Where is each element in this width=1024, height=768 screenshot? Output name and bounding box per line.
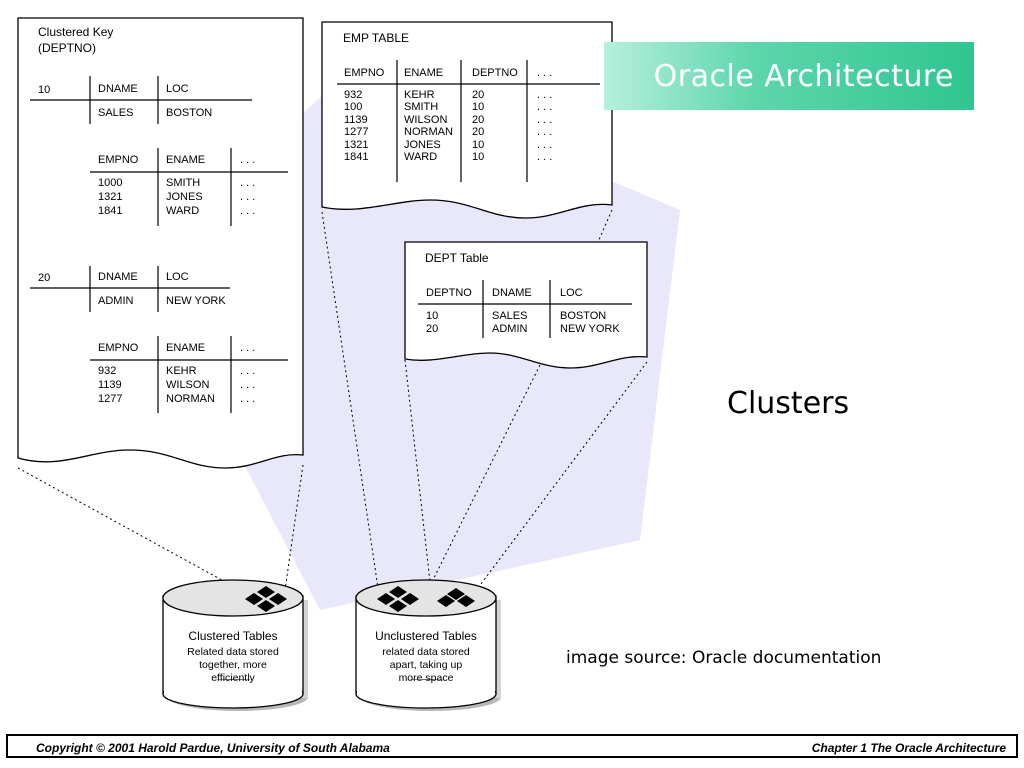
loc-value: BOSTON	[166, 107, 213, 119]
ename-values: KEHR WILSON NORMAN	[166, 365, 215, 405]
footer-bar: Copyright © 2001 Harold Pardue, Universi…	[6, 734, 1018, 758]
loc-value: NEW YORK	[166, 295, 226, 307]
clustered-tables-desc: together, more	[199, 659, 267, 671]
unclustered-tables-desc: more space	[398, 672, 454, 684]
unclustered-tables-desc: related data stored	[382, 646, 470, 658]
clustered-tables-desc: Related data stored	[187, 646, 279, 658]
clustered-tables-desc: efficiently	[211, 672, 255, 684]
dname-header: DNAME	[492, 287, 532, 299]
more-columns-header: . . .	[240, 342, 256, 354]
clustered-key-subtitle: (DEPTNO)	[38, 41, 96, 55]
ename-header: ENAME	[166, 342, 206, 354]
loc-header: LOC	[560, 287, 583, 299]
deptno-header: DEPTNO	[472, 67, 518, 79]
unclustered-tables-title: Unclustered Tables	[375, 629, 477, 643]
clustered-tables-label: Clustered Tables Related data stored tog…	[163, 630, 303, 685]
empno-header: EMPNO	[98, 342, 139, 354]
slide-subtitle: Clusters	[727, 386, 850, 421]
ename-header: ENAME	[166, 154, 206, 166]
unclustered-tables-desc: apart, taking up	[389, 659, 463, 671]
dname-header: DNAME	[98, 271, 138, 283]
empno-values: 932 1139 1277	[98, 365, 123, 405]
dname-values: SALES ADMIN	[492, 310, 528, 335]
dept-block-icon	[437, 588, 475, 607]
loc-header: LOC	[166, 83, 189, 95]
emp-table-lines	[337, 60, 600, 182]
emp-block-icon	[377, 586, 419, 612]
footer-chapter: Chapter 1 The Oracle Architecture	[811, 741, 1006, 755]
empno-header: EMPNO	[98, 154, 139, 166]
emp-table-title: EMP TABLE	[343, 31, 410, 45]
clustered-key-document	[17, 17, 304, 469]
dept-table-title: DEPT Table	[425, 251, 489, 265]
more-values: . . . . . . . . .	[240, 365, 256, 405]
ename-values: KEHR SMITH WILSON NORMAN JONES WARD	[404, 89, 453, 164]
dept-table-lines	[418, 280, 632, 338]
clustered-key-lines	[30, 76, 288, 413]
cluster-key-value: 10	[38, 84, 51, 96]
empno-header: EMPNO	[344, 67, 385, 79]
cluster-key-value: 20	[38, 272, 51, 284]
deptno-header: DEPTNO	[426, 287, 472, 299]
clustered-tables-title: Clustered Tables	[188, 629, 278, 643]
loc-values: BOSTON NEW YORK	[560, 310, 620, 335]
page-title: Oracle Architecture	[653, 58, 954, 94]
dname-value: ADMIN	[98, 295, 134, 307]
loc-header: LOC	[166, 271, 189, 283]
empno-values: 932 100 1139 1277 1321 1841	[344, 89, 369, 164]
footer-copyright: Copyright © 2001 Harold Pardue, Universi…	[36, 741, 390, 755]
connector-lines	[17, 209, 648, 591]
emp-table-document	[321, 21, 613, 219]
more-columns-header: . . .	[537, 67, 553, 79]
title-banner: Oracle Architecture	[604, 42, 974, 110]
unclustered-tables-label: Unclustered Tables related data stored a…	[356, 630, 496, 685]
ename-header: ENAME	[404, 67, 444, 79]
more-columns-header: . . .	[240, 154, 256, 166]
image-source-note: image source: Oracle documentation	[566, 648, 882, 668]
cluster-block-icon	[245, 586, 287, 612]
ename-values: SMITH JONES WARD	[166, 177, 203, 217]
dname-header: DNAME	[98, 83, 138, 95]
deptno-values: 10 20	[426, 310, 439, 335]
more-values: . . . . . . . . . . . . . . . . . .	[537, 89, 553, 164]
deptno-values: 20 10 20 20 10 10	[472, 89, 485, 164]
dept-table-document	[404, 241, 648, 369]
empno-values: 1000 1321 1841	[98, 177, 123, 217]
clustered-key-title: Clustered Key	[38, 25, 114, 39]
dname-value: SALES	[98, 107, 134, 119]
more-values: . . . . . . . . .	[240, 177, 256, 217]
